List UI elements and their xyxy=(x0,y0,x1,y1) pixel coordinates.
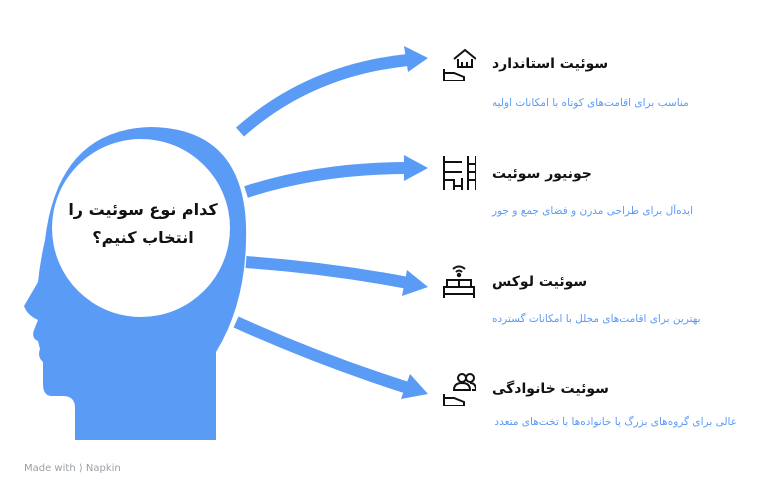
arrow-2 xyxy=(244,162,409,198)
arrowhead-2 xyxy=(404,155,428,181)
option-title-junior: جونیور سوئیت xyxy=(492,166,592,182)
bunk-ladder-icon xyxy=(443,156,476,190)
house-bed-icon xyxy=(443,48,476,81)
arrowhead-4 xyxy=(401,374,428,399)
arrow-4 xyxy=(233,316,410,394)
head-inner-circle xyxy=(52,139,230,317)
arrowhead-3 xyxy=(402,270,428,296)
option-desc-family: عالی برای گروه‌های بزرگ یا خانواده‌ها با… xyxy=(494,416,737,428)
napkin-watermark: Made with ⟩ Napkin xyxy=(24,463,121,474)
arrowhead-1 xyxy=(404,46,428,72)
option-title-standard: سوئیت استاندارد xyxy=(492,56,609,72)
option-desc-luxury: بهترین برای اقامت‌های مجلل با امکانات گس… xyxy=(492,313,701,325)
arrow-1 xyxy=(236,54,409,137)
option-title-family: سوئیت خانوادگی xyxy=(492,381,609,397)
center-question: کدام نوع سوئیت را انتخاب کنیم؟ xyxy=(68,200,218,247)
option-desc-junior: ایده‌آل برای طراحی مدرن و فضای جمع و جور xyxy=(492,205,693,217)
bed-wifi-icon xyxy=(443,265,475,298)
option-title-luxury: سوئیت لوکس xyxy=(492,274,588,290)
family-bed-icon xyxy=(443,373,476,406)
arrow-3 xyxy=(245,256,410,289)
option-desc-standard: مناسب برای اقامت‌های کوتاه با امکانات او… xyxy=(492,97,689,109)
